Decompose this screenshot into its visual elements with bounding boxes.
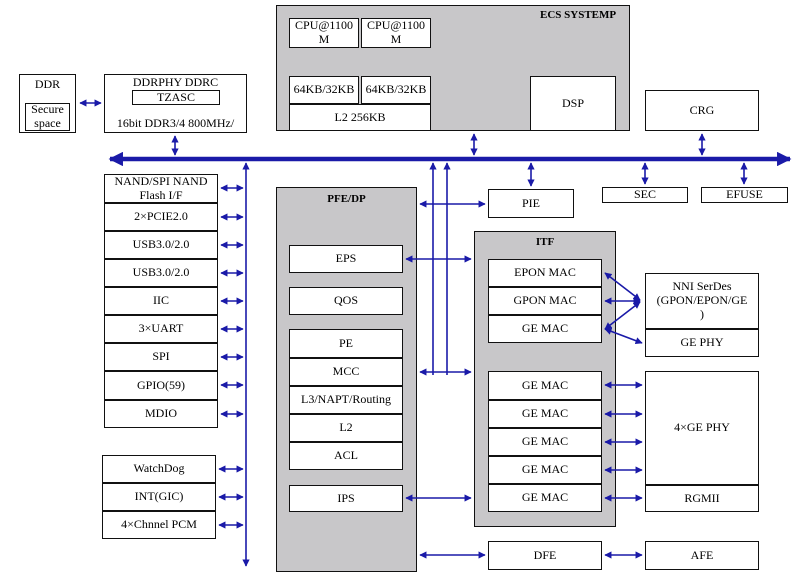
l1-cache-1: 64KB/32KB xyxy=(289,76,359,104)
ddr-title: DDR xyxy=(34,77,61,91)
peripheral-usb-1: USB3.0/2.0 xyxy=(104,231,218,259)
l3-napt-routing: L3/NAPT/Routing xyxy=(289,386,403,414)
peripheral-pcie: 2×PCIE2.0 xyxy=(104,203,218,231)
efuse: EFUSE xyxy=(701,187,788,203)
cpu-core-2: CPU@1100 M xyxy=(361,18,431,48)
qos: QOS xyxy=(289,287,403,315)
peripheral-usb-2: USB3.0/2.0 xyxy=(104,259,218,287)
ge-mac-1: GE MAC xyxy=(488,371,602,400)
peripheral-spi: SPI xyxy=(104,343,218,371)
int-gic: INT(GIC) xyxy=(102,483,216,511)
ge-mac-5: GE MAC xyxy=(488,484,602,512)
ddrphy-spec: 16bit DDR3/4 800MHz/ xyxy=(116,116,235,130)
ddrphy-ddrc xyxy=(104,74,247,133)
gpon-mac: GPON MAC xyxy=(488,287,602,315)
l2: L2 xyxy=(289,414,403,442)
dsp: DSP xyxy=(530,76,616,131)
ge-gephy-arrow xyxy=(604,327,643,345)
pfe-dp-title: PFE/DP xyxy=(327,193,366,205)
peripheral-mdio: MDIO xyxy=(104,400,218,428)
ge-phy-x4: 4×GE PHY xyxy=(645,371,759,485)
peripheral-uart: 3×UART xyxy=(104,315,218,343)
l1-cache-2: 64KB/32KB xyxy=(361,76,431,104)
nni-serdes: NNI SerDes (GPON/EPON/GE ) xyxy=(645,273,759,329)
pie: PIE xyxy=(488,189,574,218)
acl: ACL xyxy=(289,442,403,470)
watchdog: WatchDog xyxy=(102,455,216,483)
peripheral-nand: NAND/SPI NAND Flash I/F xyxy=(104,174,218,203)
pcm: 4×Chnnel PCM xyxy=(102,511,216,539)
ge-mac-2: GE MAC xyxy=(488,400,602,428)
mcc: MCC xyxy=(289,358,403,386)
tzasc: TZASC xyxy=(132,90,220,105)
pe: PE xyxy=(289,329,403,358)
ips: IPS xyxy=(289,485,403,512)
ddrphy-title: DDRPHY DDRC xyxy=(132,75,219,89)
peripheral-gpio: GPIO(59) xyxy=(104,371,218,400)
secure-space: Secure space xyxy=(25,102,70,131)
itf-title: ITF xyxy=(535,236,555,248)
crg: CRG xyxy=(645,90,759,131)
dfe: DFE xyxy=(488,541,602,570)
epon-nni-arrow xyxy=(604,272,641,301)
ge-phy: GE PHY xyxy=(645,329,759,357)
epon-mac: EPON MAC xyxy=(488,259,602,287)
cpu-core-1: CPU@1100 M xyxy=(289,18,359,48)
ge-mac-4: GE MAC xyxy=(488,456,602,484)
rgmii: RGMII xyxy=(645,485,759,512)
eps: EPS xyxy=(289,245,403,273)
ge-nni-arrow xyxy=(604,301,641,330)
ge-mac-3: GE MAC xyxy=(488,428,602,456)
sec: SEC xyxy=(602,187,688,203)
peripheral-iic: IIC xyxy=(104,287,218,315)
afe: AFE xyxy=(645,541,759,570)
ecs-system-title: ECS SYSTEMP xyxy=(540,9,617,21)
l2-cache: L2 256KB xyxy=(289,104,431,131)
ge-mac-top: GE MAC xyxy=(488,315,602,343)
